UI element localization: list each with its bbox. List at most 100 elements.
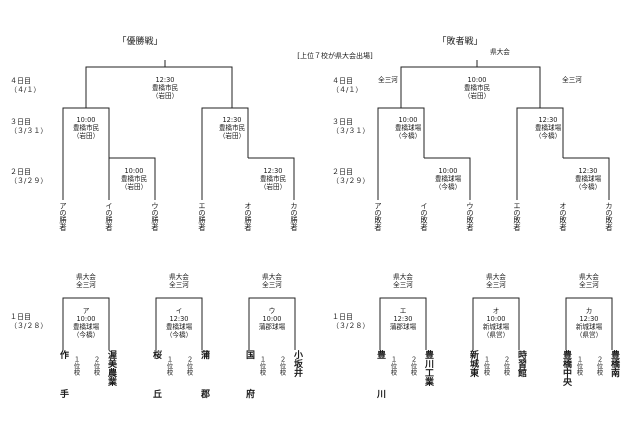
game-u-mikawa-tag: 全三河 (262, 281, 282, 289)
game-u-time: 10:00 (262, 315, 282, 323)
game-u-right-team: 小坂井 (292, 350, 302, 377)
winners-qf-left-venue: 豊橋市民 (120, 175, 148, 183)
game-ka-time: 12:30 (579, 315, 599, 323)
winners-bracket-title: 「優勝戦」 (117, 37, 163, 47)
losers-final-time: 10:00 (467, 76, 487, 84)
game-i-venue: 豊橋球場 (165, 323, 193, 331)
winners-qf-right-connector (248, 157, 295, 200)
winners-semi-left-time: 10:00 (76, 116, 96, 124)
winners-entrant-a: アの勝者 (59, 202, 68, 231)
losers-qf-left-time: 10:00 (438, 167, 458, 175)
losers-semi-left-sub: （今橋） (394, 132, 422, 140)
game-i-left-team: 桜丘 (151, 350, 161, 398)
day1-date: （３/２８） (10, 322, 48, 330)
day1-game-connector-4 (472, 297, 520, 350)
day1-game-connector-0 (62, 297, 110, 350)
losers-entrant-o: オの敗者 (559, 202, 568, 231)
game-ka-left-team: 豊橋中央 (561, 350, 571, 386)
game-a-letter: ア (82, 307, 90, 315)
day4-date: （４/１） (10, 86, 41, 94)
game-o-left-team: 新城東 (468, 350, 478, 377)
losers-qf-right-connector (563, 157, 610, 200)
game-a-prefecture-tag: 県大会 (76, 273, 96, 281)
game-u-venue: 蒲郡球場 (258, 323, 286, 331)
losers-qf-right-sub: （今橋） (574, 183, 602, 191)
winners-entrant-u: ウの勝者 (151, 202, 160, 231)
winners-qf-right-venue: 豊橋市民 (259, 175, 287, 183)
game-a-venue: 豊橋球場 (72, 323, 100, 331)
winners-entrant-e: エの勝者 (198, 202, 207, 231)
winners-final-venue: 豊橋市民 (151, 84, 179, 92)
game-a-right-team: 渥美農業 (106, 350, 116, 386)
losers-semi-right-venue: 豊橋球場 (534, 124, 562, 132)
losers-day1-label: １日目 (332, 313, 353, 321)
game-ka-right-team: 豊橋南 (609, 350, 619, 377)
winners-semi-left-sub: （岩田） (72, 132, 100, 140)
game-a-time: 10:00 (76, 315, 96, 323)
game-i-place2: ２位校 (185, 356, 193, 376)
game-i-sub: （今橋） (165, 331, 193, 339)
game-o-letter: オ (492, 307, 500, 315)
winners-entrant-i: イの勝者 (105, 202, 114, 231)
winners-qf-right-sub: （岩田） (259, 183, 287, 191)
losers-final-sub: （岩田） (463, 92, 491, 100)
game-u-letter: ウ (268, 307, 276, 315)
losers-qf-right-venue: 豊橋球場 (574, 175, 602, 183)
losers-bracket-title: 「敗者戦」 (437, 37, 483, 47)
game-e-left-team: 豊川 (375, 350, 385, 398)
game-ka-mikawa-tag: 全三河 (579, 281, 599, 289)
day2-date: （３/２９） (10, 177, 48, 185)
game-a-sub: （今橋） (72, 331, 100, 339)
game-a-left-team: 作手 (58, 350, 68, 398)
winners-final-sub: （岩田） (151, 92, 179, 100)
game-ka-sub: （県営） (575, 331, 603, 339)
day1-game-connector-3 (379, 297, 427, 350)
losers-entrant-a: アの敗者 (374, 202, 383, 231)
game-u-prefecture-tag: 県大会 (262, 273, 282, 281)
game-i-mikawa-tag: 全三河 (169, 281, 189, 289)
winners-qf-left-time: 10:00 (124, 167, 144, 175)
game-e-right-team: 豊川工業 (423, 350, 433, 386)
game-ka-letter: カ (585, 307, 593, 315)
losers-day3-label: ３日目 (332, 118, 353, 126)
losers-final-connector (400, 66, 541, 108)
winners-entrant-ka: カの勝者 (290, 202, 299, 231)
game-e-mikawa-tag: 全三河 (393, 281, 413, 289)
losers-entrant-e: エの敗者 (513, 202, 522, 231)
losers-final-left-tag: 全三河 (378, 76, 398, 84)
game-e-place2: ２位校 (409, 356, 417, 376)
game-e-prefecture-tag: 県大会 (393, 273, 413, 281)
winners-semi-right-venue: 豊橋市民 (218, 124, 246, 132)
losers-qf-left-sub: （今橋） (434, 183, 462, 191)
game-u-place2: ２位校 (278, 356, 286, 376)
losers-final-right-tag: 全三河 (562, 76, 582, 84)
losers-day1-date: （３/２８） (332, 322, 370, 330)
losers-day4-label: ４日目 (332, 77, 353, 85)
day3-label: ３日目 (10, 118, 31, 126)
game-ka-prefecture-tag: 県大会 (579, 273, 599, 281)
losers-entrant-ka: カの敗者 (605, 202, 614, 231)
game-o-sub: （県営） (482, 331, 510, 339)
winners-qf-right-time: 12:30 (263, 167, 283, 175)
game-i-letter: イ (175, 307, 183, 315)
winners-final-time: 12:30 (155, 76, 175, 84)
game-o-mikawa-tag: 全三河 (486, 281, 506, 289)
game-e-letter: エ (399, 307, 407, 315)
game-e-time: 12:30 (393, 315, 413, 323)
game-e-place1: １位校 (389, 356, 397, 376)
losers-final-prefecture-tag: 県大会 (490, 48, 510, 56)
winners-semi-right-sub: （岩田） (218, 132, 246, 140)
game-o-place1: １位校 (482, 356, 490, 376)
game-ka-place2: ２位校 (595, 356, 603, 376)
winners-semi-left-venue: 豊橋市民 (72, 124, 100, 132)
game-u-left-team: 国府 (244, 350, 254, 398)
game-o-place2: ２位校 (502, 356, 510, 376)
game-u-place1: １位校 (258, 356, 266, 376)
winners-entrant-o: オの勝者 (244, 202, 253, 231)
game-o-right-team: 時習館 (516, 350, 526, 377)
losers-day2-date: （３/２９） (332, 177, 370, 185)
game-o-prefecture-tag: 県大会 (486, 273, 506, 281)
losers-semi-right-sub: （今橋） (534, 132, 562, 140)
day4-label: ４日目 (10, 77, 31, 85)
game-i-time: 12:30 (169, 315, 189, 323)
